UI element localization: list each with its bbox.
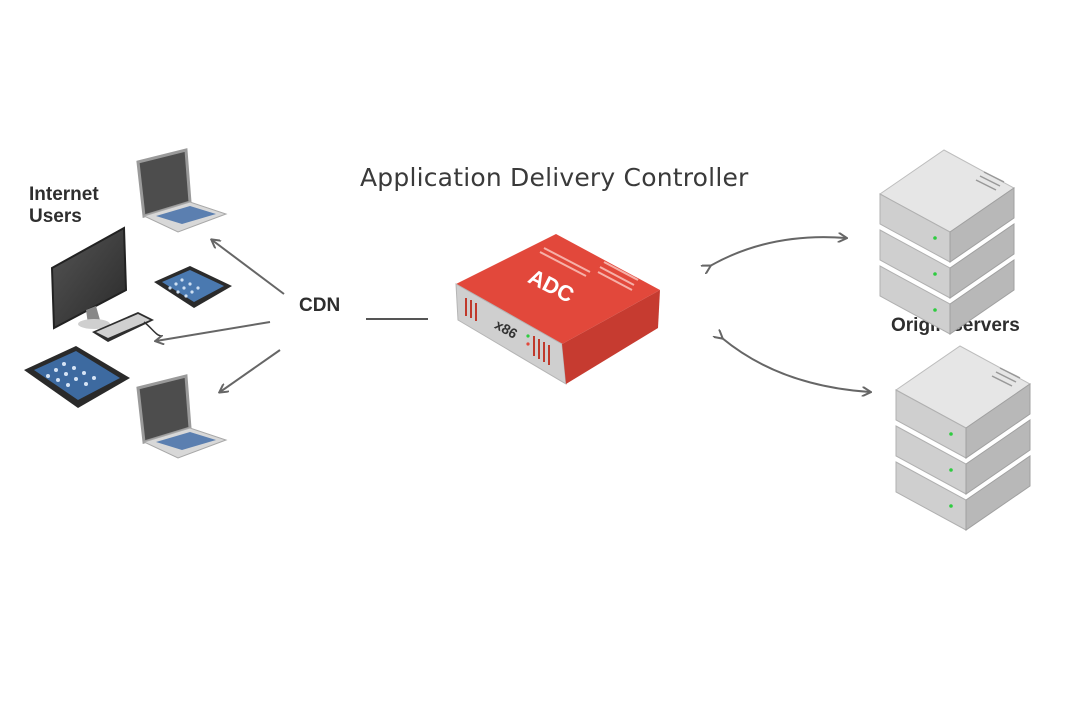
server-rack-icon	[879, 149, 1015, 335]
cdn-to-users-arrows	[156, 240, 285, 392]
adc-server-arrows	[710, 237, 870, 392]
desktop-monitor-icon	[50, 226, 128, 330]
cdn-label: CDN	[299, 295, 341, 316]
tablet-icon	[154, 266, 232, 308]
internet-users-label-line1: Internet	[29, 184, 99, 205]
adc-appliance-icon: ADC x86	[455, 234, 660, 385]
tablet-icon	[24, 346, 130, 408]
laptop-icon	[136, 148, 228, 233]
laptop-icon	[136, 374, 228, 459]
diagram-title: Application Delivery Controller	[360, 163, 749, 192]
server-rack-icon	[895, 345, 1031, 531]
internet-users-label: Internet Users	[29, 184, 99, 228]
arrow-to-laptop-top	[212, 240, 285, 295]
arrow-to-desktop	[156, 321, 271, 341]
internet-users-label-line2: Users	[29, 206, 82, 227]
arrow-to-laptop-bottom	[220, 349, 281, 392]
arrow-adc-server-bottom	[722, 338, 870, 392]
arrow-adc-server-top	[710, 237, 846, 266]
